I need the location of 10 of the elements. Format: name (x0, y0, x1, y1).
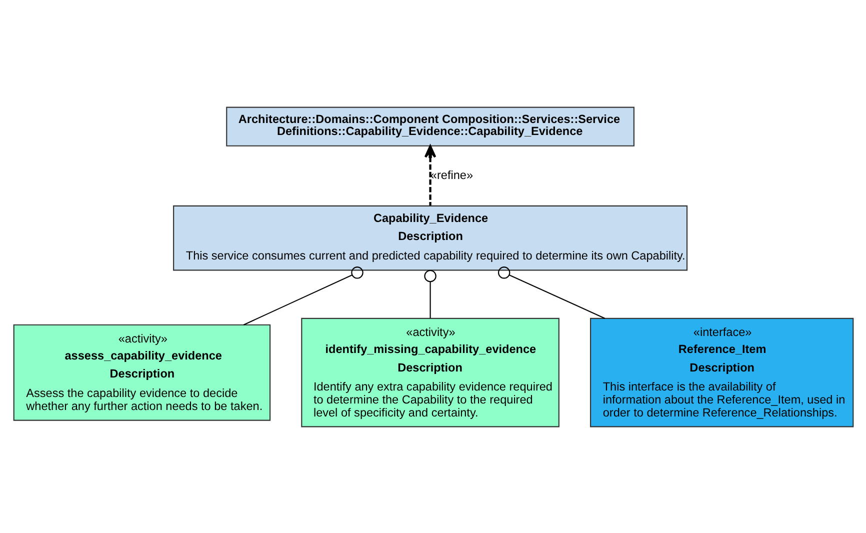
node-box: Architecture::Domains::Component Composition::Services::Service Definitions::Capability_Evidence::Capability_Evidence (226, 106, 634, 146)
node-box: «activity» assess_capability_evidence Description Assess the capability evidence to decide whether any further action needs to be taken. (12, 324, 270, 420)
node-box: «activity» identify_missing_capability_evidence Description Identify any extra capability evidence required to determine the Capability to the required level of specificity and certainty. (300, 317, 559, 427)
arrow (424, 144, 436, 205)
node-box: «interface» Reference_Item Description This interface is the availability of information about the Reference_Item, used in order to determine Reference_Relationships. (590, 317, 854, 427)
node-box: Capability_Evidence Description This service consumes current and predicted capability required to determine its own Capability. (172, 204, 688, 270)
connector (242, 266, 363, 325)
connector (497, 266, 605, 318)
edge-label: «refine» (430, 168, 473, 182)
connector (424, 269, 436, 318)
